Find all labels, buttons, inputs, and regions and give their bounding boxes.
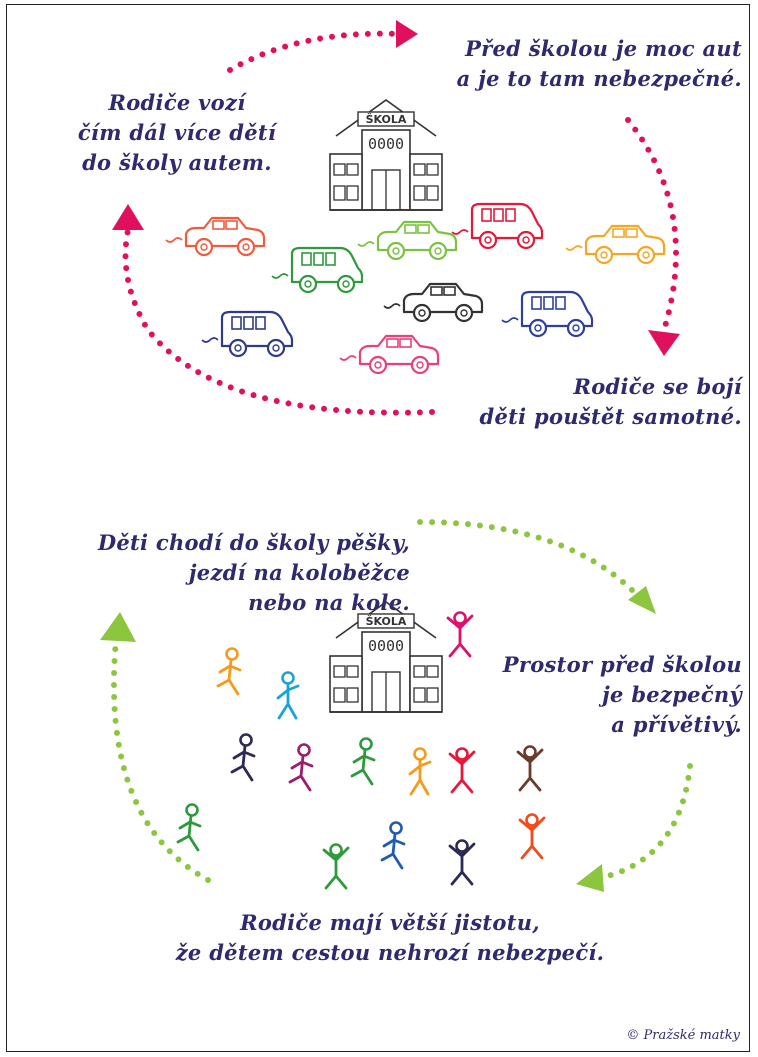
school-sign-bottom: ŠKOLA [366,615,407,628]
child-12 [380,821,406,870]
child-10 [176,803,202,852]
car-8 [200,310,294,358]
car-7 [500,290,594,338]
arrow-top-bottom-left [112,204,435,416]
car-4 [450,202,544,250]
child-2 [276,671,300,720]
label-top-bottom-line-1: Rodiče se bojí [573,374,742,399]
label-top-bottom-line-2: děti pouštět samotné. [479,404,742,429]
label-bottom-right-line-1: Prostor před školou [502,652,742,677]
label-bottom-top-line-1: Děti chodí do školy pěšky, [97,530,410,555]
label-bottom-right-line-3: a přívětivý. [611,712,742,737]
label-top-right-line-2: a je to tam nebezpečné. [456,66,742,91]
child-8 [448,747,476,794]
label-top-left-line-1: Rodiče vozí [108,90,246,115]
child-1 [216,647,242,696]
poster-frame [6,4,750,1052]
school-top: ŠKOLA 0000 [329,99,443,211]
car-9 [338,334,440,375]
child-6 [350,737,376,786]
arrow-bottom-top-right [417,519,656,614]
school-windows-bottom: 0000 [368,637,404,655]
arrow-top-left-to-right [227,20,418,73]
label-bottom-top: Děti chodí do školy pěšky, jezdí na kolo… [50,528,410,618]
label-top-right-line-1: Před školou je moc aut [465,36,742,61]
car-3 [356,220,458,261]
label-bottom-bottom-line-1: Rodiče mají větší jistotu, [240,910,540,935]
arrow-bottom-right-down [576,763,693,892]
child-13 [448,839,476,886]
label-bottom-top-line-2: jezdí na koloběžce [188,560,410,585]
label-bottom-right: Prostor před školou je bezpečný a přívět… [476,650,742,740]
credit-text: © Pražské matky [626,1028,740,1043]
car-group-top [164,202,666,375]
label-top-left: Rodiče vozí čím dál více dětí do školy a… [62,88,292,178]
label-top-right: Před školou je moc aut a je to tam nebez… [420,34,742,94]
child-14 [518,813,546,860]
school-windows-top: 0000 [368,135,404,153]
child-5 [288,743,314,792]
arrow-top-right-down [625,117,680,356]
label-top-bottom: Rodiče se bojí děti pouštět samotné. [440,372,742,432]
label-top-left-line-2: čím dál více dětí [77,120,277,145]
label-bottom-top-line-3: nebo na kole. [248,590,410,615]
child-4 [230,733,256,782]
label-bottom-bottom: Rodiče mají větší jistotu, že dětem cest… [150,908,630,968]
label-bottom-bottom-line-2: že dětem cestou nehrozí nebezpečí. [175,940,605,965]
child-9 [516,745,544,792]
school-sign-top: ŠKOLA [366,113,407,126]
arrow-bottom-left-up [100,612,211,883]
child-3 [446,611,474,658]
label-top-left-line-3: do školy autem. [82,150,272,175]
car-2 [270,246,364,294]
child-7 [408,747,432,796]
label-bottom-right-line-2: je bezpečný [602,682,742,707]
car-1 [164,216,266,257]
child-11 [322,843,350,890]
car-6 [382,282,484,323]
car-5 [564,224,666,265]
school-bottom: ŠKOLA 0000 [329,601,443,713]
